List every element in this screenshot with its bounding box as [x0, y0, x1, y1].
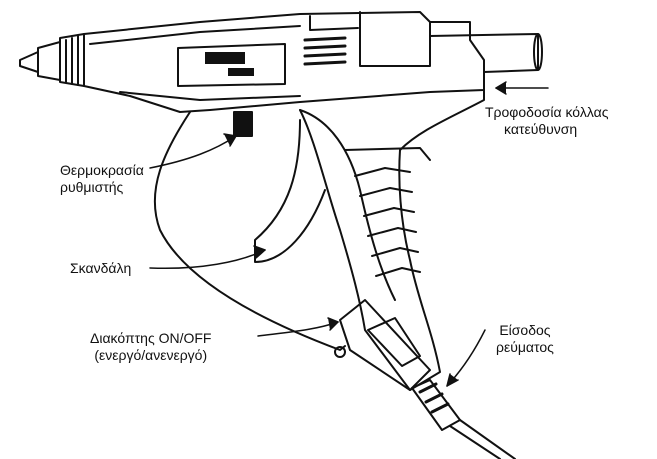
- power-cord: [412, 380, 515, 459]
- power-label-line2: ρεύματος: [496, 339, 554, 356]
- barrel: [84, 12, 484, 112]
- temperature-label-line1: Θερμοκρασία: [60, 162, 144, 179]
- switch-label-line1: Διακόπτης ON/OFF: [90, 330, 211, 347]
- switch-label-line2: (ενεργό/ανενεργό): [90, 347, 211, 364]
- glue-feed-label-line2: κατεύθυνση: [485, 121, 608, 138]
- trigger-label-text: Σκανδάλη: [70, 260, 131, 277]
- switch-label: Διακόπτης ON/OFF (ενεργό/ανενεργό): [90, 330, 211, 364]
- power-label-line1: Είσοδος: [496, 322, 554, 339]
- trigger-part: [255, 120, 325, 262]
- temperature-label: Θερμοκρασία ρυθμιστής: [60, 162, 144, 196]
- glue-stick: [430, 34, 542, 72]
- vent-slots: [305, 38, 345, 64]
- temperature-knob: [234, 112, 252, 136]
- trigger-label: Σκανδάλη: [70, 260, 131, 277]
- power-label: Είσοδος ρεύματος: [496, 322, 554, 356]
- nozzle: [20, 34, 84, 86]
- glue-feed-label-line1: Τροφοδοσία κόλλας: [485, 104, 608, 121]
- trigger-arrow: [150, 250, 265, 268]
- glue-feed-label: Τροφοδοσία κόλλας κατεύθυνση: [485, 104, 608, 138]
- stand-wire: [155, 112, 345, 350]
- switch-housing: [335, 300, 430, 390]
- temperature-label-line2: ρυθμιστής: [60, 179, 144, 196]
- model-plate: [178, 44, 285, 86]
